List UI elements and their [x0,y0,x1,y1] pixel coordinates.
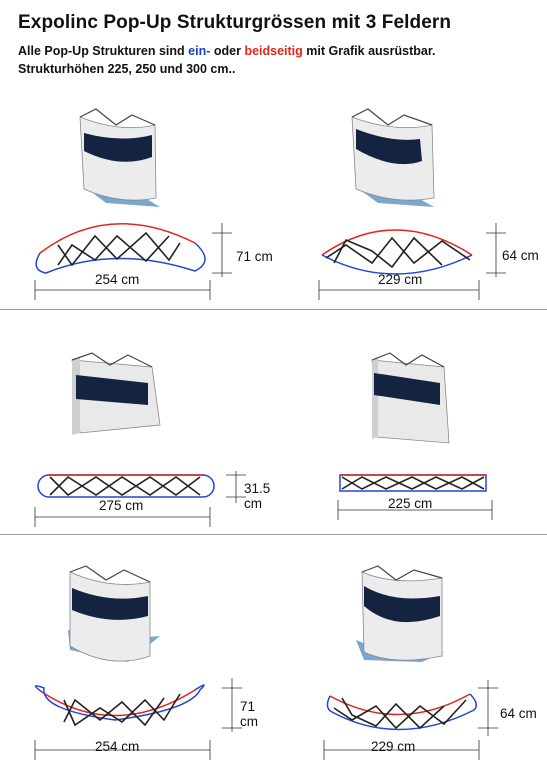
beidseitig-highlight: beidseitig [244,44,303,58]
structure-straight-275: 275 cm 31.5 cm [0,345,273,530]
width-label: 225 cm [388,496,433,511]
curved-wall-illustration [318,108,506,300]
curved-wall-illustration [34,565,242,760]
ein-highlight: ein- [188,44,211,58]
width-label: 275 cm [99,498,144,513]
depth-label: 64 cm [500,706,537,721]
straight-wall-illustration [337,352,493,520]
width-label: 254 cm [95,272,140,287]
structure-curved-254-b: 254 cm 71 cm [0,560,273,773]
curved-wall-illustration [323,565,498,760]
width-label: 229 cm [371,739,416,754]
page-title: Expolinc Pop-Up Strukturgrössen mit 3 Fe… [18,12,452,33]
depth-label: 64 cm [502,248,539,263]
straight-wall-illustration [34,352,246,527]
section-divider [0,309,547,310]
depth-label: 31.5 cm [244,481,271,511]
subtitle-text: mit Grafik ausrüstbar. [302,44,436,58]
subtitle-line-1: Alle Pop-Up Strukturen sind ein- oder be… [18,44,435,58]
depth-label: 71 cm [236,249,273,264]
depth-label: 71 cm [240,699,258,729]
subtitle-line-2: Strukturhöhen 225, 250 und 300 cm.. [18,62,236,76]
structure-curved-229: 229 cm 64 cm [274,95,547,305]
subtitle-text: Alle Pop-Up Strukturen sind [18,44,189,58]
structure-straight-225: 225 cm [274,345,547,530]
width-label: 229 cm [378,272,423,287]
structure-curved-229-b: 229 cm 64 cm [274,560,547,773]
structure-curved-254: 254 cm 71 cm [0,95,273,305]
section-divider [0,534,547,535]
width-label: 254 cm [95,739,140,754]
subtitle-text: oder [210,44,245,58]
curved-wall-illustration [34,108,232,300]
